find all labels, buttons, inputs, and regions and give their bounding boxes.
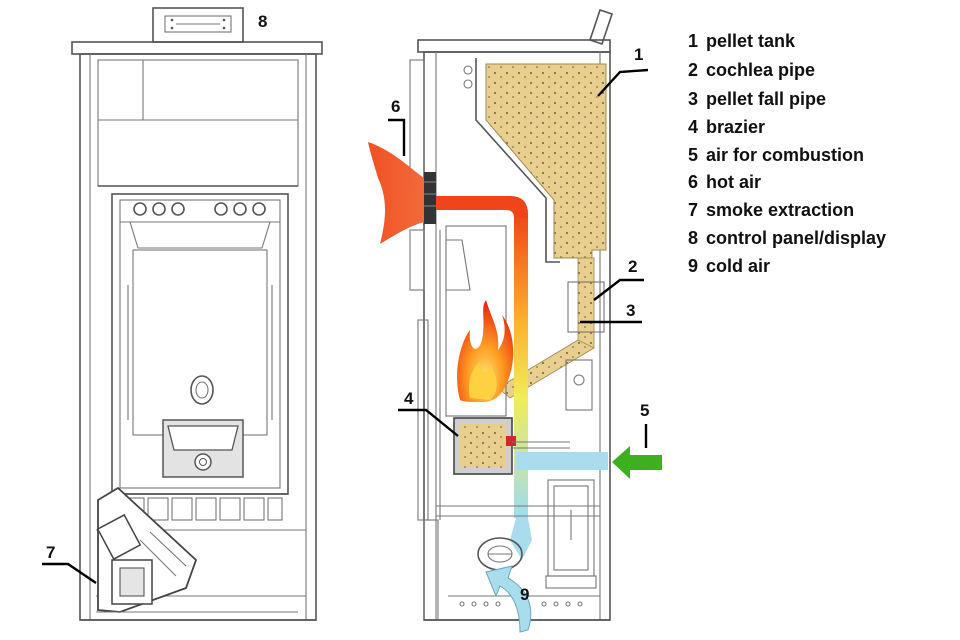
callout-4-leader (398, 408, 459, 437)
legend-text: smoke extraction (706, 200, 854, 220)
callout-7-leader (42, 562, 97, 584)
legend-text: air for combustion (706, 145, 864, 165)
callout-4: 4 (404, 389, 414, 408)
smoke-extraction-fan (96, 486, 198, 613)
legend: 1 pellet tank 2 cochlea pipe 3 pellet fa… (688, 31, 886, 276)
legend-item: 7 smoke extraction (688, 200, 854, 220)
callout-2-leader (593, 278, 644, 301)
section-view (409, 8, 614, 621)
legend-item: 3 pellet fall pipe (688, 89, 826, 109)
legend-item: 9 cold air (688, 256, 770, 276)
legend-text: hot air (706, 172, 761, 192)
callout-6: 6 (391, 97, 400, 116)
legend-num: 4 (688, 117, 698, 137)
cold-air-arrow (485, 565, 532, 633)
legend-text: brazier (706, 117, 765, 137)
callout-6-leader (388, 118, 406, 156)
legend-text: cochlea pipe (706, 60, 815, 80)
legend-num: 8 (688, 228, 698, 248)
combustion-air-duct (516, 452, 608, 470)
callout-7: 7 (46, 543, 55, 562)
legend-text: control panel/display (706, 228, 886, 248)
legend-text: pellet tank (706, 31, 796, 51)
base-vents (459, 601, 583, 607)
legend-num: 9 (688, 256, 698, 276)
control-panel (152, 7, 244, 43)
callout-9: 9 (520, 585, 529, 604)
legend-num: 6 (688, 172, 698, 192)
legend-num: 5 (688, 145, 698, 165)
legend-item: 5 air for combustion (688, 145, 864, 165)
callout-5: 5 (640, 401, 649, 420)
legend-num: 3 (688, 89, 698, 109)
hot-air-plume (368, 142, 424, 244)
legend-num: 2 (688, 60, 698, 80)
legend-text: pellet fall pipe (706, 89, 826, 109)
legend-item: 4 brazier (688, 117, 765, 137)
heat-exchanger-flue (514, 218, 528, 518)
legend-text: cold air (706, 256, 770, 276)
legend-num: 1 (688, 31, 698, 51)
callout-3: 3 (626, 301, 635, 320)
front-view (71, 7, 323, 621)
callout-2: 2 (628, 257, 637, 276)
air-holes (133, 202, 266, 216)
legend-item: 2 cochlea pipe (688, 60, 815, 80)
hot-air-duct (436, 196, 528, 250)
legend-item: 1 pellet tank (688, 31, 796, 51)
legend-item: 8 control panel/display (688, 228, 886, 248)
combustion-air-arrow (612, 446, 662, 479)
cochlea-pipe (577, 257, 595, 349)
callout-1: 1 (634, 45, 643, 64)
callout-1-leader (597, 68, 649, 97)
callout-8: 8 (258, 12, 267, 31)
legend-num: 7 (688, 200, 698, 220)
legend-item: 6 hot air (688, 172, 761, 192)
